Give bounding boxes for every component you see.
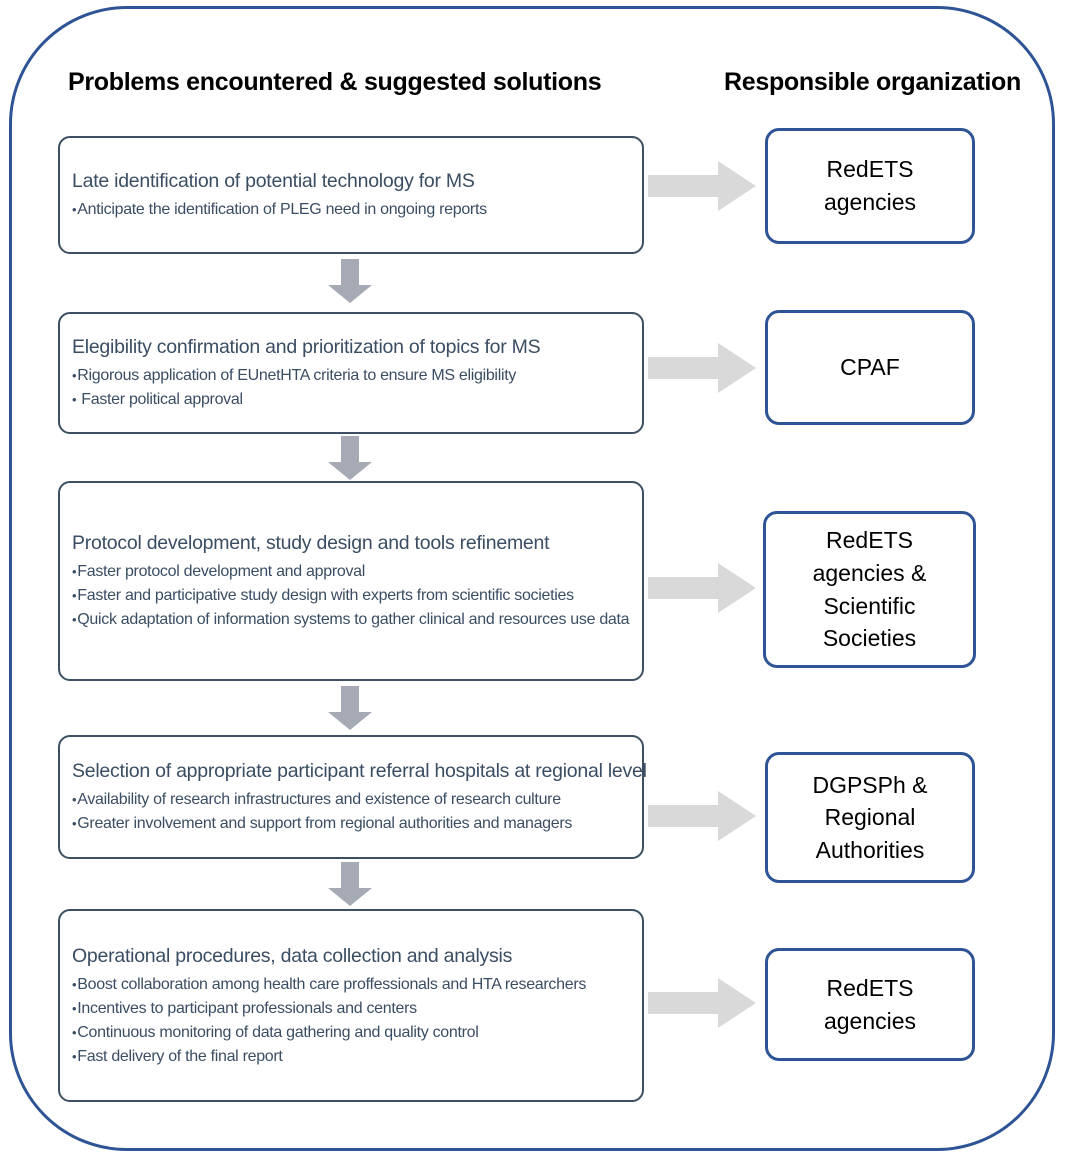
column-header-problems: Problems encountered & suggested solutio… — [68, 68, 602, 96]
bullet-point-icon: • — [72, 612, 77, 628]
organization-box: CPAF — [765, 310, 975, 425]
bullet-text: Continuous monitoring of data gathering … — [77, 1023, 479, 1041]
bullet-text: Faster protocol development and approval — [77, 563, 366, 581]
bullet-point-icon: • — [72, 816, 77, 832]
organization-line: Regional — [824, 804, 916, 831]
problem-bullet-list: • Availability of research infrastructur… — [72, 791, 630, 834]
right-block-arrow-icon — [648, 343, 756, 393]
organization-line: RedETS — [826, 527, 913, 554]
bullet-point-icon: • — [72, 1000, 77, 1016]
bullet-text: Anticipate the identification of PLEG ne… — [77, 201, 487, 219]
organization-box: DGPSPh & Regional Authorities — [765, 752, 975, 883]
bullet-text: Fast delivery of the final report — [77, 1047, 283, 1065]
problem-box: Late identification of potential technol… — [58, 136, 644, 254]
bullet-text: Quick adaptation of information systems … — [77, 611, 630, 629]
right-block-arrow-icon — [648, 978, 756, 1028]
down-block-arrow-icon — [328, 862, 372, 906]
problem-title: Elegibility confirmation and prioritizat… — [72, 335, 541, 358]
bullet-point-icon: • — [72, 564, 77, 580]
problem-bullet-list: • Rigorous application of EUnetHTA crite… — [72, 367, 630, 410]
bullet-point-icon: • — [72, 976, 77, 992]
bullet-item: • Availability of research infrastructur… — [72, 791, 630, 810]
organization-line: Authorities — [815, 836, 925, 863]
down-block-arrow-icon — [328, 259, 372, 303]
organization-box: RedETS agencies & Scientific Societies — [763, 511, 976, 668]
bullet-item: • Greater involvement and support from r… — [72, 815, 630, 834]
organization-box: RedETS agencies — [765, 128, 975, 244]
organization-box: RedETS agencies — [765, 948, 975, 1061]
bullet-text: Rigorous application of EUnetHTA criteri… — [77, 367, 517, 385]
bullet-item: • Faster protocol development and approv… — [72, 563, 630, 582]
bullet-item: • Anticipate the identification of PLEG … — [72, 201, 630, 220]
right-block-arrow-icon — [648, 563, 756, 613]
bullet-text: Greater involvement and support from reg… — [77, 815, 573, 833]
bullet-item: • Incentives to participant professional… — [72, 1000, 630, 1019]
problem-box: Protocol development, study design and t… — [58, 481, 644, 681]
problem-bullet-list: • Faster protocol development and approv… — [72, 563, 630, 630]
bullet-text: Boost collaboration among health care pr… — [77, 975, 587, 993]
problem-title: Protocol development, study design and t… — [72, 531, 550, 554]
right-block-arrow-icon — [648, 161, 756, 211]
problem-title: Late identification of potential technol… — [72, 169, 475, 192]
bullet-item: • Fast delivery of the final report — [72, 1048, 630, 1067]
organization-line: DGPSPh & — [812, 771, 928, 798]
bullet-item: • Faster and participative study design … — [72, 587, 630, 606]
bullet-text: Availability of research infrastructures… — [77, 791, 561, 809]
problem-bullet-list: • Anticipate the identification of PLEG … — [72, 201, 630, 220]
down-block-arrow-icon — [328, 436, 372, 480]
bullet-point-icon: • — [72, 1048, 77, 1064]
bullet-item: • Rigorous application of EUnetHTA crite… — [72, 367, 630, 386]
bullet-item: • Continuous monitoring of data gatherin… — [72, 1024, 630, 1043]
organization-line: RedETS — [826, 974, 914, 1001]
bullet-point-icon: • — [72, 392, 77, 408]
problem-title: Selection of appropriate participant ref… — [72, 759, 647, 782]
right-block-arrow-icon — [648, 791, 756, 841]
bullet-text: Faster political approval — [81, 391, 243, 409]
down-block-arrow-icon — [328, 686, 372, 730]
bullet-point-icon: • — [72, 1024, 77, 1040]
organization-line: agencies & — [812, 559, 927, 586]
problem-box: Elegibility confirmation and prioritizat… — [58, 312, 644, 434]
bullet-item: • Quick adaptation of information system… — [72, 611, 630, 630]
column-header-organization: Responsible organization — [724, 68, 1021, 96]
organization-line: CPAF — [840, 354, 900, 381]
bullet-point-icon: • — [72, 368, 77, 384]
problem-box: Selection of appropriate participant ref… — [58, 735, 647, 859]
organization-line: Scientific — [823, 592, 916, 619]
organization-line: RedETS — [826, 156, 914, 183]
bullet-text: Faster and participative study design wi… — [77, 587, 574, 605]
problem-title: Operational procedures, data collection … — [72, 944, 513, 967]
organization-line: agencies — [823, 189, 917, 215]
organization-line: Societies — [822, 625, 917, 652]
bullet-item: • Boost collaboration among health care … — [72, 976, 630, 995]
bullet-point-icon: • — [72, 588, 77, 604]
problem-box: Operational procedures, data collection … — [58, 909, 644, 1102]
bullet-text: Incentives to participant professionals … — [77, 999, 417, 1017]
bullet-item: • Faster political approval — [72, 391, 630, 410]
bullet-point-icon: • — [72, 202, 77, 218]
organization-line: agencies — [823, 1007, 917, 1034]
problem-bullet-list: • Boost collaboration among health care … — [72, 976, 630, 1067]
bullet-point-icon: • — [72, 792, 77, 808]
